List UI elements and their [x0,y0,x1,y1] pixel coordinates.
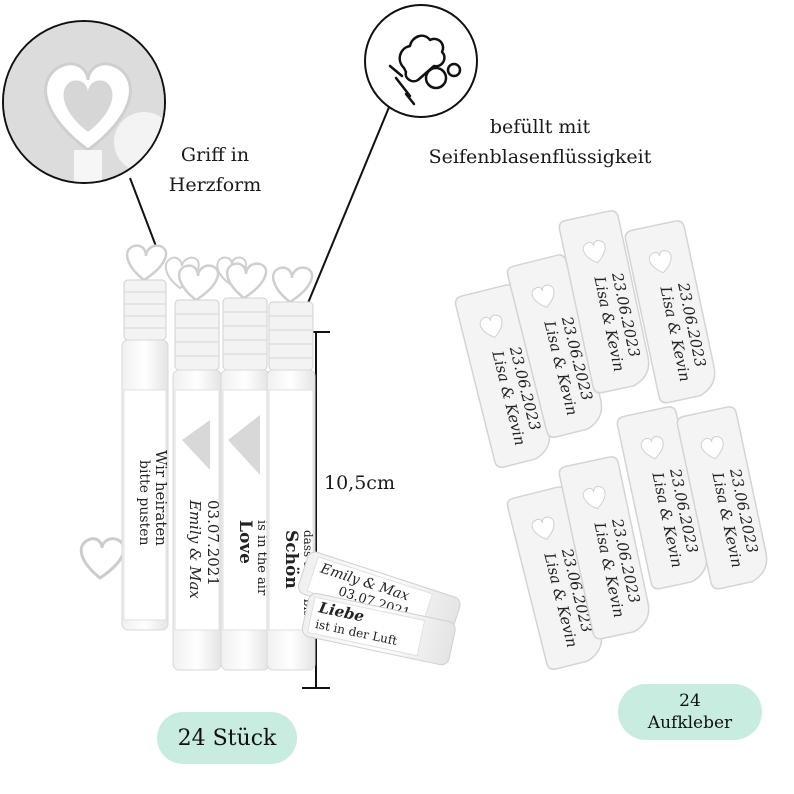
handle-callout-line2: Herzform [168,174,262,196]
tube1-text-a: bitte pusten [136,460,152,546]
heart-handle-icon [4,22,164,182]
sticker-count-label: Aufkleber [647,713,733,733]
handle-callout-line1: Griff in [180,144,250,166]
heart-icon [531,284,555,308]
bubble-wand-icon [388,34,462,106]
tube2-text-a: Emily & Max [186,499,204,599]
height-label: 10,5cm [324,472,395,494]
tube2-text-b: 03.07.2021 [204,500,222,586]
sticker-card [558,210,650,394]
tube-4: Schön dass du da bist [266,266,316,671]
heart-icon [700,436,724,460]
tube1-text-b: Wir heiraten [152,450,170,546]
heart-icon [582,240,606,264]
heart-icon [531,516,555,540]
heart-icon [125,244,168,282]
sticker-card [624,220,716,404]
tube3-text-a: Love [235,520,255,564]
sticker-card [506,254,603,438]
heart-icon [479,314,503,338]
sticker-count-number: 24 [679,691,701,711]
tube-3: Love is in the air [220,262,270,671]
tube-2: Emily & Max 03.07.2021 [172,264,222,671]
bubble-tubes-illustration: bitte pusten Wir heiraten Emily & Max 03… [79,244,461,671]
sticker-count-badge: 24 Aufkleber [618,684,762,740]
count-badge-label: 24 Stück [177,725,277,751]
heart-icon [582,486,606,510]
bubble-wand-badge [364,4,478,118]
sticker-card [676,406,768,590]
sticker-card [558,456,650,640]
handle-callout: Griff in Herzform [150,140,280,200]
tube-1: bitte pusten Wir heiraten [121,244,170,631]
loose-heart-handle [79,537,126,580]
heart-handle-zoom [2,20,166,184]
tube-6-lying: Liebe ist in der Luft [301,592,456,666]
heart-icon [640,436,664,460]
filled-callout: befüllt mit Seifenblasenflüssigkeit [395,112,685,172]
tube4-text-a: Schön [281,530,301,589]
count-badge: 24 Stück [157,712,297,764]
filled-callout-line2: Seifenblasenflüssigkeit [428,146,652,168]
heart-icon [648,250,672,274]
filled-callout-line1: befüllt mit [489,116,591,138]
tube3-text-b: is in the air [254,520,269,596]
